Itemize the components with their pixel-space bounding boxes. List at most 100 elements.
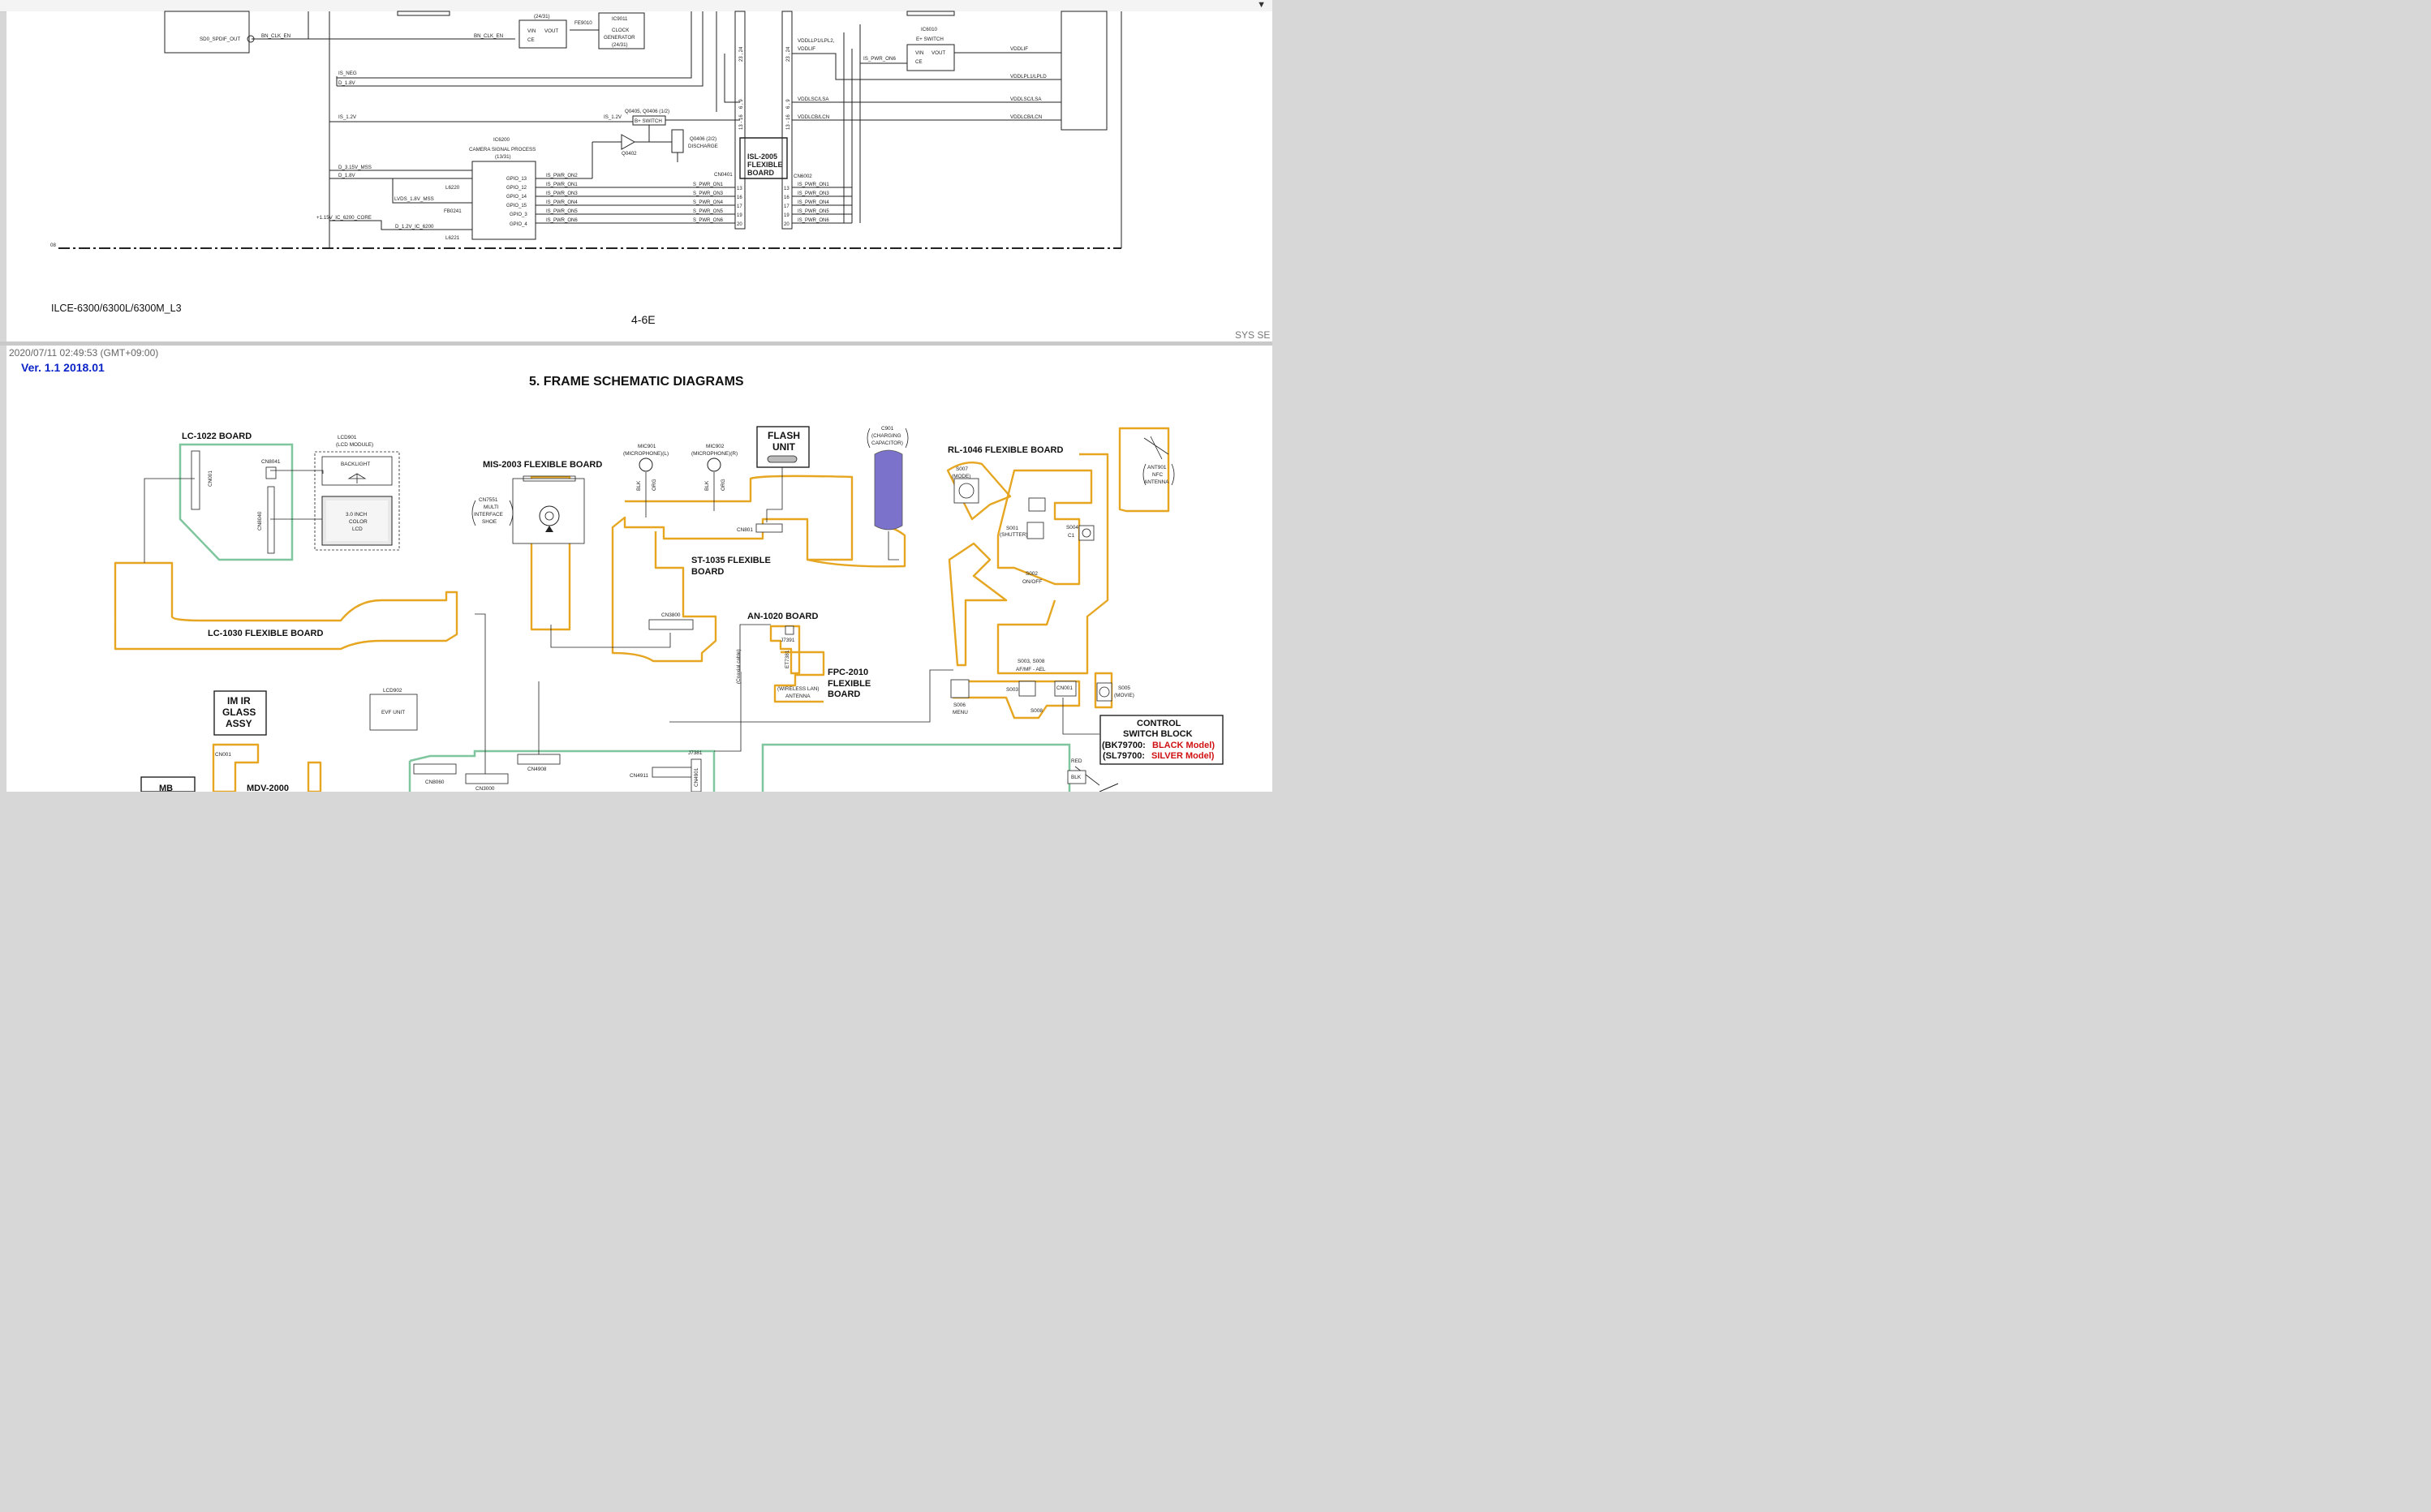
net-label: SD0_SPDIF_OUT bbox=[200, 37, 240, 42]
net-label: S_PWR_ON5 bbox=[693, 209, 724, 214]
pin-number: 16 bbox=[784, 195, 790, 200]
net-label: IS_1.2V bbox=[338, 114, 357, 120]
top-block-a bbox=[397, 11, 450, 16]
model-footer: ILCE-6300/6300L/6300M_L3 bbox=[51, 303, 182, 314]
pin-range: 23 , 24 bbox=[786, 46, 791, 62]
net-label: BN_CLK_EN bbox=[474, 33, 503, 39]
pin-number: 20 bbox=[784, 222, 790, 227]
gpio-pin: GPIO_14 bbox=[506, 195, 527, 200]
sheet-ref: (24/31) bbox=[534, 14, 550, 19]
net-label: VDDLSC/LSA bbox=[798, 97, 829, 102]
timestamp: 2020/07/11 02:49:53 (GMT+09:00) bbox=[9, 347, 159, 359]
net-label: S_PWR_ON4 bbox=[693, 200, 724, 205]
part-label: L6221 bbox=[445, 235, 460, 241]
part-label: E+ SWITCH bbox=[916, 37, 944, 42]
cn0401-connector bbox=[734, 11, 746, 230]
net-label: VDDLLP1/LPL2, bbox=[798, 38, 835, 44]
net-label: IS_PWR_ON6 bbox=[863, 56, 896, 62]
net-label: IS_PWR_ON5 bbox=[798, 209, 829, 214]
pin-label: CE bbox=[915, 59, 923, 65]
version-label: Ver. 1.1 2018.01 bbox=[21, 361, 105, 374]
net-label: VDDLIF bbox=[1010, 46, 1028, 52]
part-label: FE9010 bbox=[574, 20, 592, 26]
part-label: B+ SWITCH bbox=[635, 118, 662, 124]
part-label: Q0405, Q0406 (1/2) bbox=[625, 109, 669, 114]
net-label: S_PWR_ON3 bbox=[693, 191, 724, 196]
ic9011-block bbox=[598, 12, 645, 49]
gpio-pin: GPIO_3 bbox=[510, 213, 527, 217]
net-label: IS_PWR_ON4 bbox=[546, 200, 578, 205]
gpio-pin: GPIO_15 bbox=[506, 204, 527, 208]
net-label: IS_NEG bbox=[338, 71, 357, 76]
part-label: Q0402 bbox=[622, 151, 637, 157]
net-label: VDDLCB/LCN bbox=[1010, 114, 1042, 120]
gpio-pin: GPIO_12 bbox=[506, 186, 527, 191]
scroll-down-icon[interactable]: ▼ bbox=[1257, 0, 1266, 10]
schematic-top-drawing: SD0_SPDIF_OUT BN_CLK_EN BN_CLK_EN (24/31… bbox=[50, 11, 1122, 249]
pin-range: 23 , 24 bbox=[739, 46, 744, 62]
net-label: BN_CLK_EN bbox=[261, 33, 290, 39]
page-separator bbox=[0, 341, 1272, 346]
part-label: CAMERA SIGNAL PROCESS bbox=[469, 147, 536, 152]
pin-number: 17 bbox=[784, 204, 790, 209]
schematic-page-bottom bbox=[6, 346, 1272, 792]
net-label: LVDS_1.8V_MSS bbox=[394, 196, 434, 202]
ic9010-block bbox=[518, 19, 567, 49]
net-label: IS_PWR_ON3 bbox=[798, 191, 829, 196]
pin-label: VIN bbox=[527, 28, 536, 34]
net-label: S_PWR_ON1 bbox=[693, 183, 724, 187]
part-label: L6220 bbox=[445, 185, 460, 191]
pin-number: 13 bbox=[737, 187, 742, 191]
pin-number: 16 bbox=[737, 195, 742, 200]
part-label: DISCHARGE bbox=[688, 144, 718, 149]
net-label: S_PWR_ON6 bbox=[693, 218, 724, 223]
net-label: IS_PWR_ON1 bbox=[546, 183, 578, 187]
row-label: 08 bbox=[50, 243, 56, 248]
connector-label: CN6002 bbox=[794, 174, 812, 179]
net-label: IS_PWR_ON5 bbox=[546, 209, 578, 214]
pin-label: CE bbox=[527, 37, 535, 43]
pin-number: 17 bbox=[737, 204, 742, 209]
net-label: IS_PWR_ON4 bbox=[798, 200, 829, 205]
net-label: IS_PWR_ON2 bbox=[546, 174, 578, 178]
pin-number: 13 bbox=[784, 187, 790, 191]
pin-range: 6 , 9 bbox=[739, 99, 744, 109]
right-ic-block bbox=[1061, 11, 1108, 131]
page-title: 5. FRAME SCHEMATIC DIAGRAMS bbox=[529, 375, 744, 389]
left-ic-block bbox=[164, 11, 250, 54]
pin-label: VOUT bbox=[932, 50, 945, 56]
part-label: Q0406 (2/2) bbox=[690, 136, 716, 142]
net-label: D_3.15V_MSS bbox=[338, 165, 372, 170]
part-label: IC6010 bbox=[921, 27, 938, 32]
net-label: D_1.2V_IC_6200 bbox=[395, 224, 434, 230]
net-label: VDDLPL1/LPLD bbox=[1010, 74, 1047, 79]
sheet-ref: (13/31) bbox=[495, 154, 511, 160]
part-label: GENERATOR bbox=[604, 35, 635, 41]
header-clip: SYS SE bbox=[1235, 329, 1271, 341]
pin-range: 13 - 16 bbox=[786, 114, 791, 130]
ic6200-block bbox=[471, 161, 536, 240]
net-label: IS_PWR_ON6 bbox=[798, 218, 829, 223]
part-label: IC9011 bbox=[612, 16, 628, 22]
pin-label: VOUT bbox=[544, 28, 558, 34]
net-label: VDDLIF bbox=[798, 46, 815, 52]
net-label: +1.15V_IC_6200_CORE bbox=[316, 215, 372, 221]
pin-label: VIN bbox=[915, 50, 923, 56]
board-label: FLEXIBLE bbox=[747, 161, 783, 169]
pin-number: 20 bbox=[737, 222, 742, 227]
net-label: IS_1.2V bbox=[604, 114, 622, 120]
ic6010-block bbox=[906, 44, 955, 71]
net-label: D_1.8V bbox=[338, 80, 356, 86]
gpio-pin: GPIO_4 bbox=[510, 222, 527, 227]
pin-range: 6 , 9 bbox=[786, 99, 791, 109]
pin-number: 19 bbox=[784, 213, 790, 218]
net-label: IS_PWR_ON3 bbox=[546, 191, 578, 196]
net-label: IS_PWR_ON1 bbox=[798, 183, 829, 187]
part-label: FB0241 bbox=[444, 208, 462, 214]
pin-range: 13 - 16 bbox=[739, 114, 744, 130]
pin-number: 19 bbox=[737, 213, 742, 218]
part-label: CLOCK bbox=[612, 28, 630, 33]
board-label: ISL-2005 bbox=[747, 152, 777, 161]
gpio-pin: GPIO_13 bbox=[506, 177, 527, 182]
net-label: VDDLSC/LSA bbox=[1010, 97, 1042, 102]
